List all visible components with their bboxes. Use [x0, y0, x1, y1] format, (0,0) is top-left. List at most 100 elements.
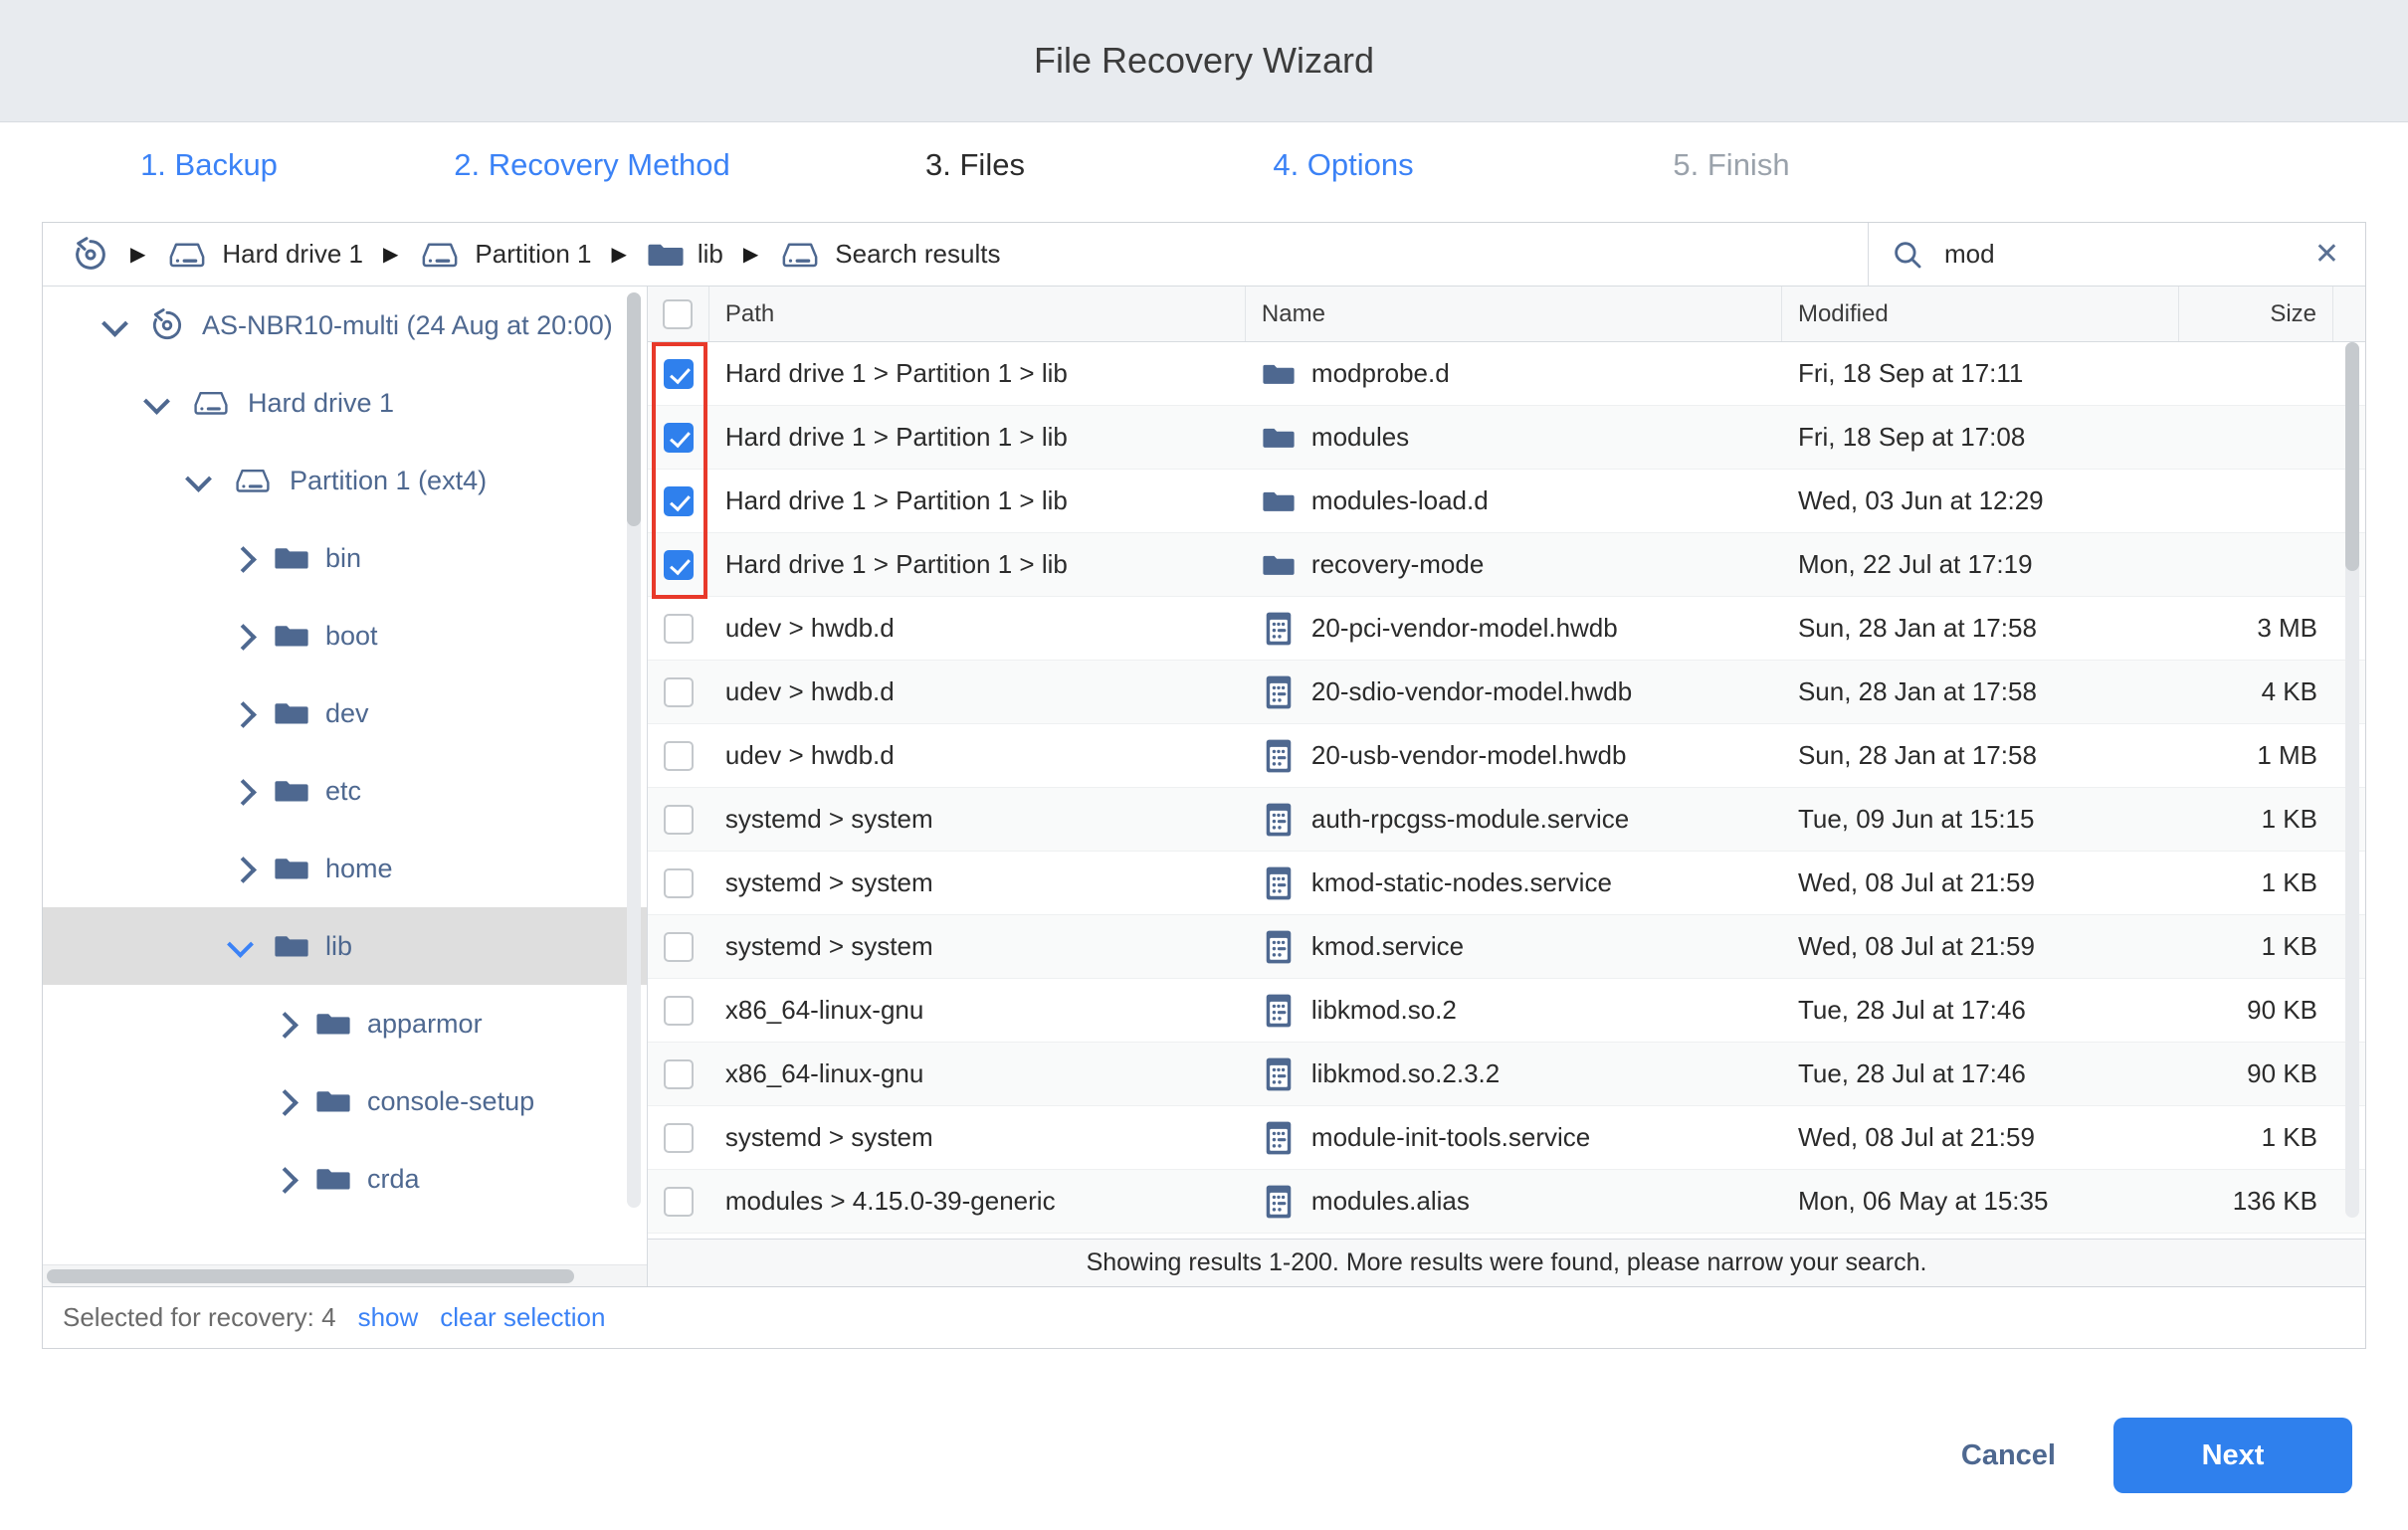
tree-item-label: crda [367, 1163, 420, 1194]
row-select-cell[interactable] [648, 1043, 709, 1105]
breadcrumb-item-lib[interactable]: lib [641, 239, 729, 270]
row-checkbox[interactable] [663, 549, 694, 580]
chevron-right-icon[interactable] [228, 854, 258, 883]
row-checkbox[interactable] [663, 995, 694, 1026]
tree-scrollbar-thumb[interactable] [627, 292, 641, 526]
breadcrumb-item-restore-point[interactable] [65, 235, 116, 275]
chevron-down-icon[interactable] [144, 388, 174, 418]
chevron-right-icon[interactable] [228, 621, 258, 651]
chevron-right-icon[interactable] [228, 543, 258, 573]
row-select-cell[interactable] [648, 470, 709, 532]
row-checkbox[interactable] [663, 1058, 694, 1089]
row-checkbox[interactable] [663, 1186, 694, 1217]
tree-item-home[interactable]: home [43, 830, 647, 907]
column-header-path[interactable]: Path [709, 287, 1246, 341]
row-select-cell[interactable] [648, 342, 709, 405]
table-row[interactable]: modules > 4.15.0-55-genericmodules.alias… [648, 1234, 2365, 1239]
column-header-size[interactable]: Size [2179, 287, 2334, 341]
step-files[interactable]: 3. Files [925, 147, 1025, 182]
row-select-cell[interactable] [648, 533, 709, 596]
chevron-right-icon[interactable] [270, 1164, 300, 1194]
tree-item-dev[interactable]: dev [43, 674, 647, 752]
file-icon [1262, 1056, 1296, 1092]
select-all-cell[interactable] [648, 287, 709, 341]
row-select-cell[interactable] [648, 1106, 709, 1169]
tree-item-crda[interactable]: crda [43, 1140, 647, 1218]
row-select-cell[interactable] [648, 1234, 709, 1239]
row-checkbox[interactable] [663, 676, 694, 707]
select-all-checkbox[interactable] [663, 298, 694, 329]
row-select-cell[interactable] [648, 724, 709, 787]
show-selection-link[interactable]: show [357, 1302, 419, 1332]
chevron-right-icon[interactable] [270, 1009, 300, 1039]
tree-item-partition-1[interactable]: Partition 1 (ext4) [43, 442, 647, 519]
row-checkbox[interactable] [663, 358, 694, 389]
step-backup[interactable]: 1. Backup [140, 147, 278, 182]
tree-item-hard-drive-1[interactable]: Hard drive 1 [43, 364, 647, 442]
cancel-button[interactable]: Cancel [1955, 1438, 2062, 1473]
file-icon [1262, 738, 1296, 774]
chevron-right-icon[interactable] [270, 1086, 300, 1116]
tree-item-bin[interactable]: bin [43, 519, 647, 597]
chevron-down-icon[interactable] [186, 466, 216, 495]
row-checkbox[interactable] [663, 422, 694, 453]
tree-item-console-setup[interactable]: console-setup [43, 1062, 647, 1140]
row-checkbox[interactable] [663, 740, 694, 771]
tree-item-as-nbr10-multi[interactable]: AS-NBR10-multi (24 Aug at 20:00) [43, 287, 647, 364]
row-checkbox[interactable] [663, 804, 694, 835]
tree-item-lib[interactable]: lib [43, 907, 647, 985]
tree-hscrollbar-thumb[interactable] [47, 1269, 574, 1283]
tree-item-apparmor[interactable]: apparmor [43, 985, 647, 1062]
row-select-cell[interactable] [648, 1170, 709, 1233]
row-checkbox[interactable] [663, 613, 694, 644]
row-checkbox[interactable] [663, 867, 694, 898]
tree-item-etc[interactable]: etc [43, 752, 647, 830]
row-select-cell[interactable] [648, 788, 709, 851]
close-icon[interactable]: ✕ [2313, 237, 2339, 271]
chevron-down-icon[interactable] [102, 310, 132, 340]
row-select-cell[interactable] [648, 915, 709, 978]
row-select-cell[interactable] [648, 661, 709, 723]
tree-horizontal-scrollbar[interactable] [43, 1264, 647, 1286]
chevron-down-icon[interactable] [228, 931, 258, 961]
clear-selection-link[interactable]: clear selection [440, 1302, 606, 1332]
column-header-name[interactable]: Name [1246, 287, 1782, 341]
breadcrumb-item-hard-drive-1[interactable]: Hard drive 1 [159, 238, 369, 272]
step-recovery-method[interactable]: 2. Recovery Method [454, 147, 730, 182]
row-path: systemd > system [724, 867, 933, 897]
tree-vertical-scrollbar[interactable] [627, 292, 641, 1208]
row-select-cell[interactable] [648, 597, 709, 660]
next-button[interactable]: Next [2113, 1418, 2352, 1493]
breadcrumb-item-partition-1[interactable]: Partition 1 [412, 238, 597, 272]
search-input[interactable] [1942, 238, 2293, 271]
row-checkbox[interactable] [663, 485, 694, 516]
showing-results-text: Showing results 1-200. More results were… [648, 1239, 2365, 1286]
tree-item-boot[interactable]: boot [43, 597, 647, 674]
row-checkbox[interactable] [663, 1122, 694, 1153]
chevron-right-icon[interactable] [228, 776, 258, 806]
results-scrollbar-thumb[interactable] [2345, 342, 2359, 571]
results-vertical-scrollbar[interactable] [2345, 342, 2359, 1218]
row-checkbox[interactable] [663, 931, 694, 962]
row-select-cell[interactable] [648, 852, 709, 914]
step-options[interactable]: 4. Options [1273, 147, 1414, 182]
breadcrumb-item-search-results[interactable]: Search results [772, 238, 1006, 272]
chevron-right-icon[interactable] [228, 698, 258, 728]
row-select-cell[interactable] [648, 979, 709, 1042]
row-select-cell[interactable] [648, 406, 709, 469]
column-header-modified[interactable]: Modified [1782, 287, 2180, 341]
